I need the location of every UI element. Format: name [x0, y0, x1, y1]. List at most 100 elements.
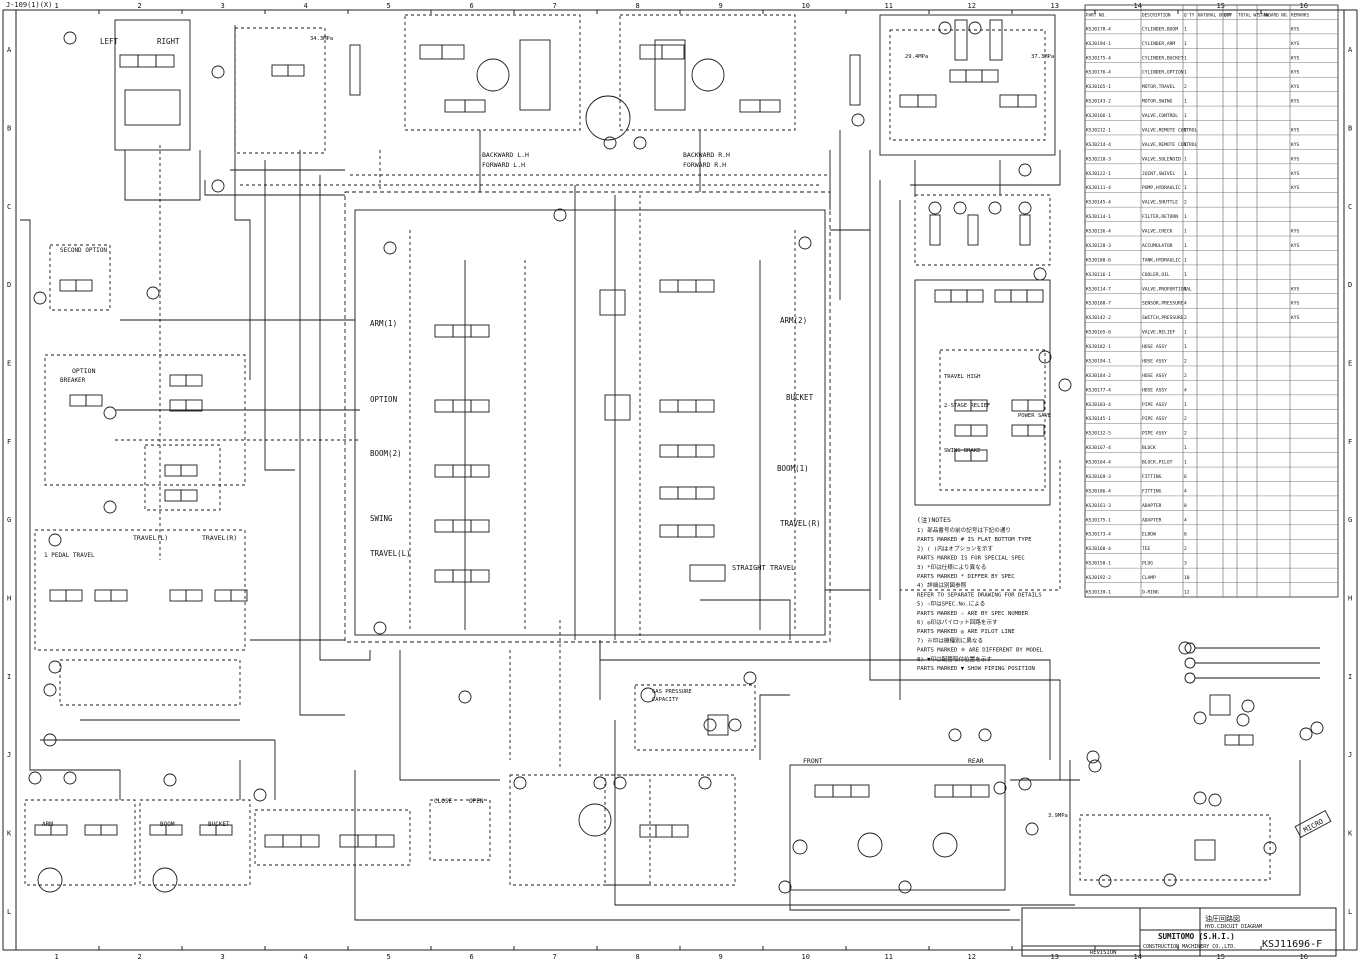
main-pump-box	[789, 764, 1006, 891]
balloon	[513, 776, 527, 790]
balloon	[938, 21, 952, 35]
balloon	[63, 771, 77, 785]
title-company-sub: CONSTRUCTION MACHINERY CO.,LTD.	[1143, 944, 1236, 950]
valve-spool	[375, 834, 395, 848]
balloon	[928, 201, 942, 215]
parts-table-cell: KYS	[1291, 315, 1300, 321]
balloon	[993, 781, 1007, 795]
valve-spool	[84, 824, 102, 836]
label-travel-r: TRAVEL(R)	[202, 534, 237, 542]
valve-spool	[470, 399, 490, 413]
parts-table-cell: 4	[1184, 301, 1187, 307]
balloon	[728, 718, 742, 732]
parts-table-cell: KSJ0161-3	[1086, 503, 1111, 509]
valve-spool	[970, 399, 988, 412]
col-label-bottom: 16	[1300, 953, 1308, 961]
note-line: PARTS MARKED IS FOR SPECIAL SPEC	[917, 556, 1025, 562]
valve-spool	[69, 394, 87, 407]
hydraulic-line	[399, 650, 500, 781]
balloon	[1236, 713, 1250, 727]
label-boom2: BOOM(2)	[370, 449, 402, 458]
balloon	[603, 136, 617, 150]
valve-spool	[110, 589, 128, 602]
balloon	[1088, 759, 1102, 773]
balloon	[633, 136, 647, 150]
row-label: B	[7, 125, 11, 133]
valve-spool	[994, 289, 1012, 303]
parts-table-cell: HOSE ASSY	[1142, 373, 1167, 379]
label-swing-brake: SWING BRAKE	[944, 448, 980, 454]
balloon	[1193, 791, 1207, 805]
balloon	[28, 771, 42, 785]
parts-table-cell: PLUG	[1142, 561, 1153, 567]
label-left: LEFT	[100, 37, 119, 46]
cylinder	[849, 54, 861, 106]
valve-spool	[185, 374, 203, 387]
balloon	[988, 201, 1002, 215]
label-open: OPEN	[469, 798, 484, 805]
label-straight-travel: STRAIGHT TRAVEL	[732, 564, 795, 572]
swivel-joint	[585, 95, 631, 141]
row-label-right: J	[1348, 751, 1352, 759]
col-label-bottom: 8	[636, 953, 640, 961]
title-drawing-title-en: HYD.CIRCUIT DIAGRAM	[1205, 924, 1262, 930]
parts-table-cell: 3	[1184, 561, 1187, 567]
parts-table-cell: 1	[1184, 156, 1187, 162]
balloon	[898, 880, 912, 894]
valve-spool	[470, 569, 490, 583]
parts-table-cell: 12	[1184, 590, 1190, 596]
parts-table-cell: VALVE,RELIEF	[1142, 330, 1175, 336]
balloon	[1025, 822, 1039, 836]
valve-spool	[470, 464, 490, 478]
valve-spool	[230, 589, 248, 602]
parts-table-cell: 1	[1184, 286, 1187, 292]
balloon	[968, 21, 982, 35]
pilot-switch-box	[429, 799, 491, 861]
valve-spool	[357, 834, 377, 848]
valve-spool	[119, 54, 139, 68]
parts-table-cell: FITTING	[1142, 474, 1162, 480]
hydraulic-line	[869, 150, 1061, 780]
title-drawing-title: 油圧回路図	[1205, 914, 1240, 923]
parts-table-cell: JOINT,SWIVEL	[1142, 171, 1175, 177]
balloon	[798, 236, 812, 250]
parts-table-cell: KSJ0168-4	[1086, 546, 1111, 552]
row-label: E	[7, 360, 11, 368]
valve-spool	[185, 399, 203, 412]
option-box	[44, 354, 246, 486]
relief-module-box	[234, 27, 326, 154]
parts-table-header: QTY	[1224, 12, 1232, 18]
hydraulic-line	[700, 599, 791, 640]
parts-table-cell: ADAPTER	[1142, 517, 1162, 523]
col-label: 15	[1217, 2, 1225, 10]
remote-valve-right	[139, 799, 251, 886]
col-label: 14	[1134, 2, 1142, 10]
parts-table-cell: KYS	[1291, 185, 1300, 191]
filter-symbol	[707, 714, 729, 736]
label-two-stage-relief: 2-STAGE RELIEF	[944, 403, 990, 409]
row-label: C	[7, 203, 11, 211]
valve-spool	[739, 99, 761, 113]
drawing-frame	[2, 9, 1358, 951]
parts-table-cell: KSJ0122-1	[1086, 171, 1111, 177]
parts-table-cell: KSJ0194-1	[1086, 358, 1111, 364]
col-label-bottom: 14	[1134, 953, 1142, 961]
label-capacity: CAPACITY	[652, 697, 679, 703]
gauge	[1184, 657, 1196, 669]
valve-spool	[899, 94, 919, 108]
col-label: 12	[968, 2, 976, 10]
parts-table-cell: KSJ0128-3	[1086, 243, 1111, 249]
note-line: 6) ◎印はパイロット回路を示す	[917, 618, 998, 626]
col-label-bottom: 5	[387, 953, 391, 961]
parts-table-cell: KYS	[1291, 243, 1300, 249]
balloon	[743, 671, 757, 685]
parts-table-cell: KSJ0212-1	[1086, 127, 1111, 133]
parts-table-cell: KYS	[1291, 286, 1300, 292]
balloon	[778, 880, 792, 894]
parts-table-cell: HOSE ASSY	[1142, 344, 1167, 350]
label-arm1: ARM(1)	[370, 319, 397, 328]
note-line: 8) ▼印は配管取付位置を示す	[917, 655, 992, 663]
parts-table-cell: HOSE ASSY	[1142, 387, 1167, 393]
cylinder	[929, 214, 941, 246]
balloon	[1310, 721, 1324, 735]
